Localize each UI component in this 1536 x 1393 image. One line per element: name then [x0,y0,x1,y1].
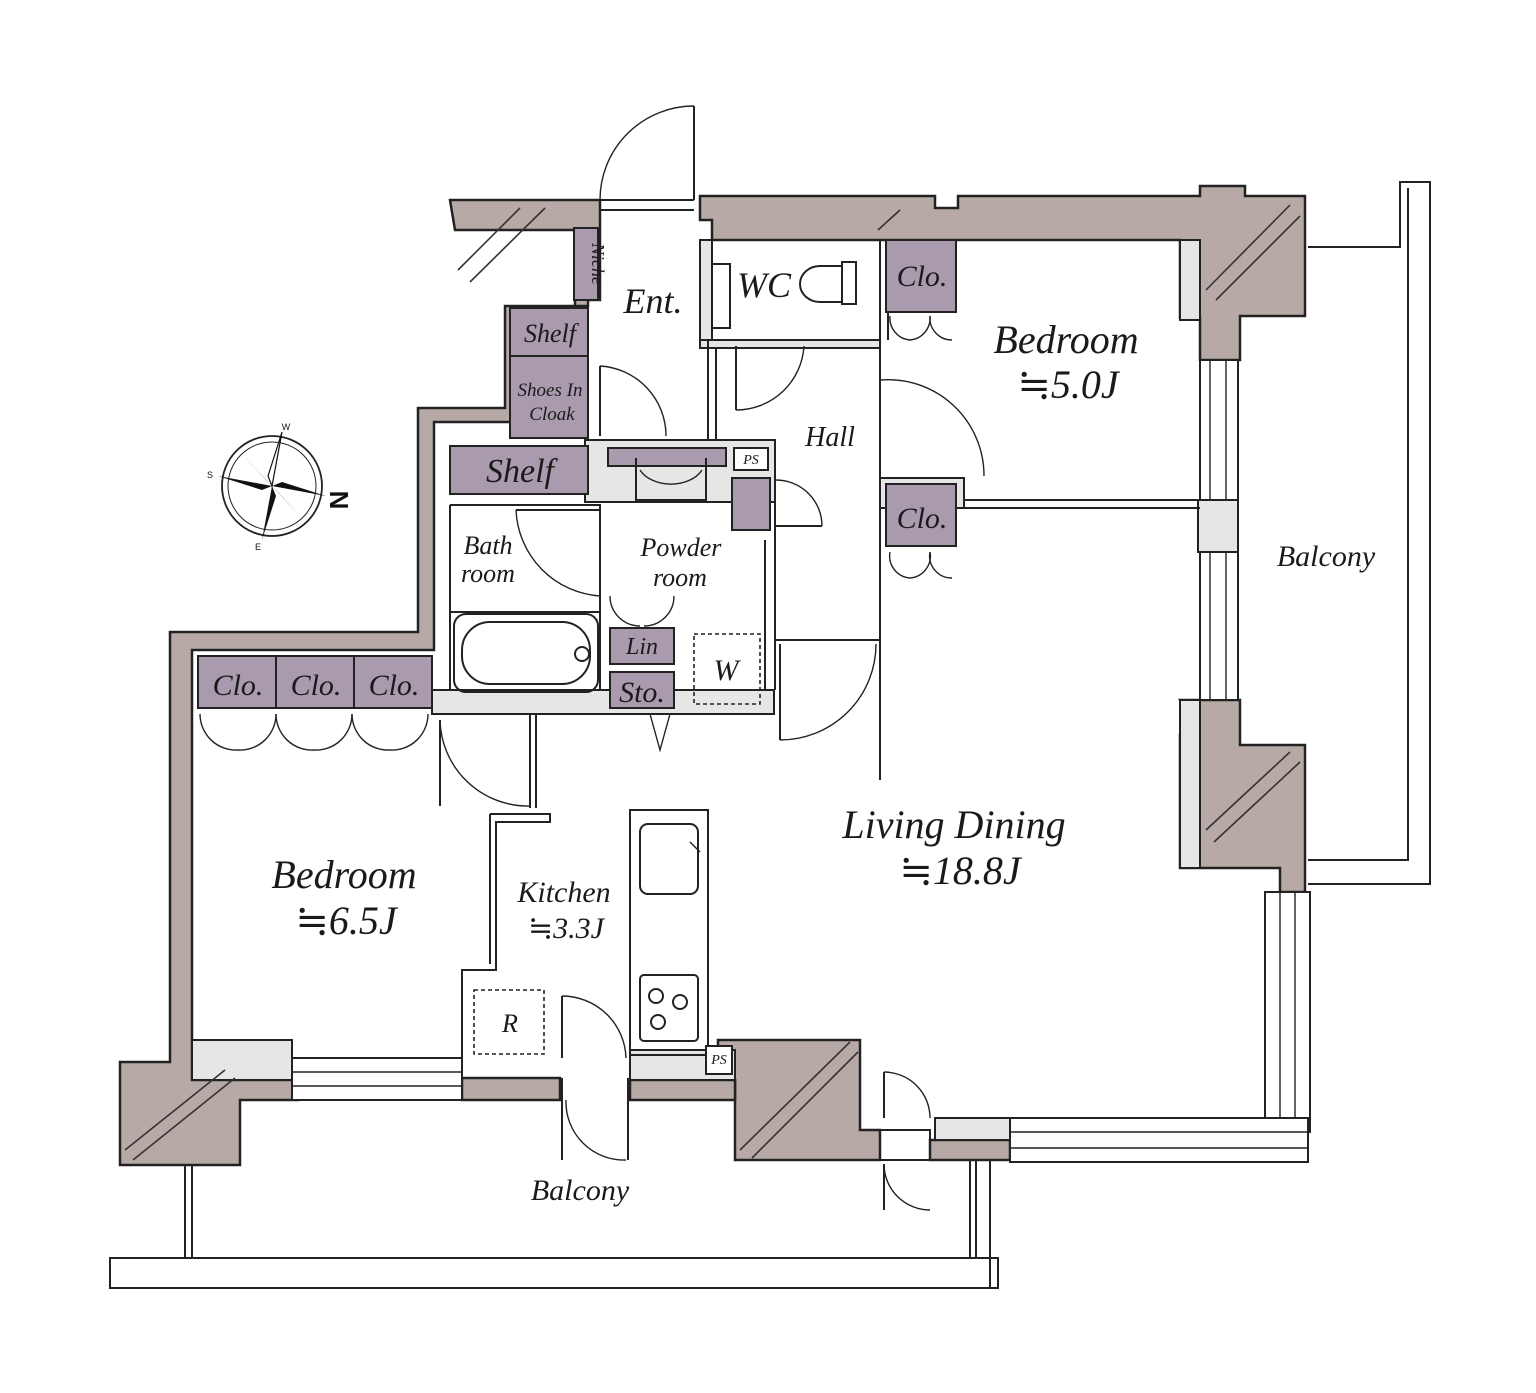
bath-label-1: Bath [463,531,512,560]
shoes-label-1: Shoes In [518,380,583,401]
kitchen-area: ≒3.3J [528,912,606,945]
entrance-label: Ent. [623,281,683,321]
powder-counter [607,447,727,467]
shoes-label-2: Cloak [529,404,575,425]
compass-icon [218,431,326,540]
ps-top-label: PS [742,453,759,468]
bedroom-right-name: Bedroom [993,317,1138,362]
bath-label-2: room [461,559,515,588]
wall-hatching [124,204,1301,1161]
storage-sto [609,671,675,709]
washer-label: W [714,654,742,687]
linen [609,627,675,665]
clo-left-2 [275,655,355,709]
niche [573,227,599,301]
compass-west: W [282,422,291,432]
refrigerator-label: R [501,1009,518,1038]
clo-left-1-label: Clo. [213,669,264,702]
hall-label: Hall [804,422,855,453]
clo-mid [885,483,957,547]
balcony-right-railing [1308,181,1431,885]
fixtures [453,261,857,1075]
storage-label: Sto. [619,676,665,709]
labels: Bedroom ≒5.0J Bedroom ≒6.5J Living Dinin… [207,242,1376,1207]
refrigerator-space [473,989,545,1055]
compass-south: S [207,470,213,480]
powder-label-1: Powder [640,533,723,562]
clo-left-2-label: Clo. [291,669,342,702]
clo-top-label: Clo. [897,260,948,293]
wc-label: WC [737,265,792,305]
balcony-bottom-railing [109,1160,999,1289]
balcony-bottom-label: Balcony [531,1174,630,1207]
stove-icon [639,974,699,1042]
shoes-in-cloak [509,355,589,439]
doors [199,105,985,1211]
bathtub-icon [453,613,599,693]
windows [291,359,1311,1163]
clo-mid-label: Clo. [897,502,948,535]
pipe-space-bottom [705,1045,733,1075]
bedroom-left-name: Bedroom [271,852,416,897]
powder-cabinet [731,477,771,531]
clo-left-3-label: Clo. [369,669,420,702]
pipe-space-top [733,447,769,471]
bedroom-right-area: ≒5.0J [1017,362,1121,407]
shelf-large [449,445,589,495]
living-area: ≒18.8J [899,848,1023,893]
powder-label-2: room [653,563,707,592]
bedroom-left-area: ≒6.5J [295,898,399,943]
niche-label: Niche [588,242,608,285]
ps-bottom-label: PS [710,1053,727,1068]
partitions [449,240,1200,1058]
shelf-small-label: Shelf [524,319,580,348]
shelf-large-label: Shelf [486,453,559,490]
clo-top [885,239,957,313]
balcony-right-label: Balcony [1277,540,1376,573]
sink-icon [639,823,699,895]
linen-label: Lin [625,634,658,660]
clo-left-1 [197,655,277,709]
toilet-icon [711,261,857,329]
washer-space [693,633,761,705]
compass-east: E [255,542,261,552]
storage-units [197,227,957,709]
kitchen-counter [629,809,709,1056]
washbasin-icon [635,458,707,501]
clo-left-3 [353,655,433,709]
kitchen-name: Kitchen [516,876,610,909]
living-name: Living Dining [841,802,1065,847]
compass-north: N [324,491,354,510]
